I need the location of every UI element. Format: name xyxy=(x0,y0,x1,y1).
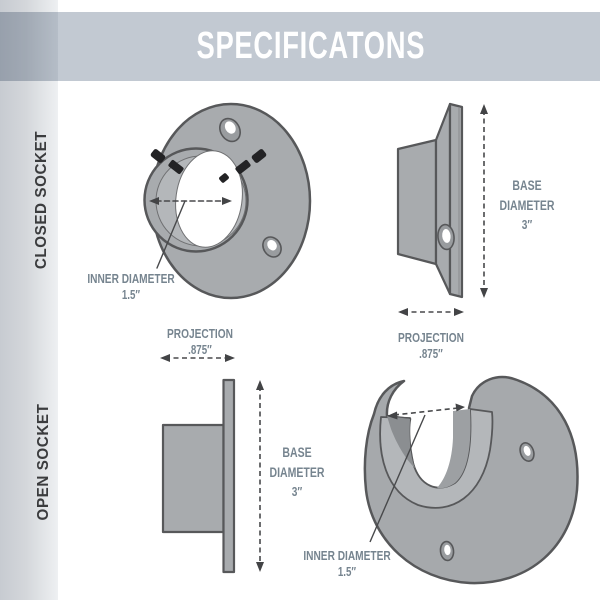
page-title: SPECIFICATONS xyxy=(196,25,426,67)
sidebar-strip xyxy=(0,0,58,600)
screw-hole-top xyxy=(219,117,241,143)
closed-side-projection-callout: PROJECTION .875″ xyxy=(398,330,464,362)
arrowhead-left xyxy=(160,354,170,362)
arrowhead-down xyxy=(256,562,264,572)
open-front-inner-diameter-callout: INNER DIAMETER 1.5″ xyxy=(303,548,390,580)
leader-line xyxy=(369,414,426,543)
open-side-projection-callout: PROJECTION .875″ xyxy=(167,326,233,358)
dimension-label: BASE xyxy=(512,178,542,193)
arrowhead-left xyxy=(149,197,159,205)
arrowhead-left xyxy=(387,411,398,420)
screw-hole-side xyxy=(437,223,455,251)
dimension-label: DIAMETER xyxy=(269,464,325,480)
arrowhead-right xyxy=(455,403,465,412)
title-banner: SPECIFICATONS xyxy=(0,12,600,81)
dimension-label: BASE xyxy=(282,445,312,460)
arrowhead-right xyxy=(222,197,232,205)
arrowhead-down xyxy=(480,288,488,298)
leader-line xyxy=(156,200,186,269)
dimension-label: INNER DIAMETER xyxy=(303,548,391,563)
dimension-value: .875″ xyxy=(419,347,443,361)
inner-diameter-arrow xyxy=(393,407,459,416)
dimension-label: INNER DIAMETER xyxy=(87,271,175,286)
screw-hole-bottom xyxy=(439,540,455,562)
screw-hole-bottom xyxy=(262,236,282,258)
arrowhead-left xyxy=(398,308,408,316)
socket-body xyxy=(396,138,438,266)
closed-socket-front-view xyxy=(143,102,312,300)
flange-plate xyxy=(448,102,464,299)
dimension-label: PROJECTION xyxy=(167,326,233,341)
dimension-value: 3″ xyxy=(291,484,303,499)
socket-body xyxy=(161,423,225,534)
dimension-value: 1.5″ xyxy=(337,565,357,579)
open-socket-front-view xyxy=(363,375,579,585)
closed-side-base-diameter-callout: BASE DIAMETER 3″ xyxy=(500,176,555,235)
set-screws xyxy=(150,149,267,183)
closed-front-inner-diameter-callout: INNER DIAMETER 1.5″ xyxy=(87,271,174,303)
arrowhead-up xyxy=(256,380,264,390)
screw-hole-right xyxy=(519,442,535,462)
open-side-base-diameter-callout: BASE DIAMETER 3″ xyxy=(270,443,325,502)
arrowhead-right xyxy=(454,308,464,316)
flange-plate xyxy=(222,378,236,574)
closed-socket-side-view xyxy=(396,102,488,316)
dimension-value: 3″ xyxy=(521,217,533,232)
open-socket-side-view xyxy=(160,354,264,574)
dimension-value: .875″ xyxy=(188,343,212,357)
arrowhead-right xyxy=(225,354,235,362)
dimension-label: DIAMETER xyxy=(499,197,555,213)
channel-inner-wall xyxy=(437,409,471,489)
arrowhead-up xyxy=(480,104,488,114)
dimension-label: PROJECTION xyxy=(398,330,464,345)
dimension-value: 1.5″ xyxy=(121,288,141,302)
flange-flare xyxy=(434,102,452,296)
